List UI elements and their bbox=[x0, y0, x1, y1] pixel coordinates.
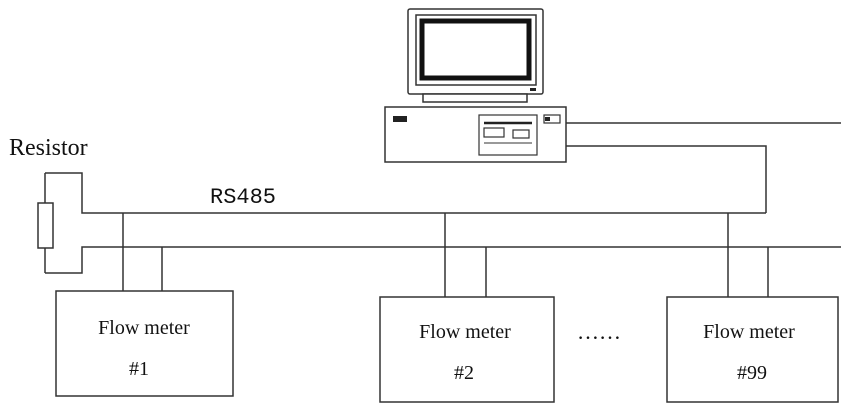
computer-cable-lower bbox=[566, 145, 767, 213]
drive-slot-2 bbox=[483, 127, 505, 138]
bus-line-a bbox=[45, 172, 766, 214]
flow-meter-box bbox=[379, 296, 555, 403]
flow-meter-99: Flow meter #99 bbox=[666, 296, 839, 403]
flow-meter-number: #99 bbox=[737, 362, 767, 384]
flow-meter-box bbox=[666, 296, 839, 403]
computer-icon bbox=[384, 8, 567, 163]
bus-line-b bbox=[45, 246, 841, 274]
flow-meter-name: Flow meter bbox=[98, 317, 190, 339]
flow-meter-name: Flow meter bbox=[703, 321, 795, 343]
wiring bbox=[44, 122, 841, 297]
computer-base-unit bbox=[384, 106, 567, 163]
power-button bbox=[543, 114, 561, 124]
flow-meter-1: Flow meter #1 bbox=[55, 290, 234, 397]
monitor-screen bbox=[419, 18, 532, 81]
resistor-label: Resistor bbox=[9, 135, 88, 161]
bus-label: RS485 bbox=[210, 185, 276, 210]
power-led bbox=[545, 117, 550, 121]
flow-meter-number: #1 bbox=[129, 358, 149, 380]
monitor-stand bbox=[422, 93, 528, 103]
flow-meter-box bbox=[55, 290, 234, 397]
flow-meter-number: #2 bbox=[454, 362, 474, 384]
monitor-led bbox=[530, 88, 536, 91]
flow-meter-2: Flow meter #2 bbox=[379, 296, 555, 403]
resistor-symbol bbox=[37, 202, 54, 249]
base-label-left bbox=[393, 116, 407, 122]
flow-meter-name: Flow meter bbox=[419, 321, 511, 343]
ellipsis-label: …… bbox=[577, 319, 621, 344]
drive-slot-3 bbox=[512, 129, 530, 139]
